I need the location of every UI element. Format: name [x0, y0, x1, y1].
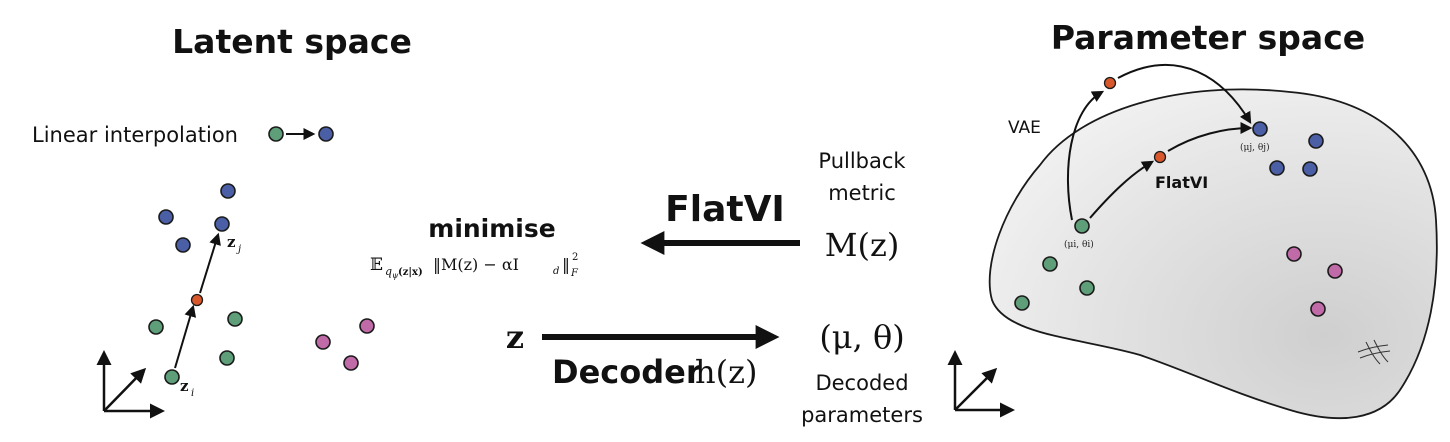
decoded-label-line1: Decoded — [815, 371, 908, 395]
svg-text:‖: ‖ — [562, 255, 570, 274]
pullback-label-line2: metric — [828, 181, 896, 205]
param-pink-point — [1310, 301, 1326, 317]
z-symbol: z — [506, 318, 524, 356]
param-green-point — [1079, 280, 1095, 296]
param-green-point — [1042, 256, 1058, 272]
latent-blue-point — [158, 209, 174, 225]
latent-interp-arrow-2 — [199, 232, 221, 294]
latent-blue-point — [175, 237, 191, 253]
parameter-space-title: Parameter space — [1051, 18, 1365, 57]
latent-green-point — [219, 350, 235, 366]
latent-pink-point — [359, 318, 375, 334]
param-blue-point — [1308, 133, 1324, 149]
decoder-word: Decoder — [552, 353, 702, 391]
zj-label: z — [227, 233, 236, 251]
latent-midpoint-orange — [190, 293, 204, 307]
param-green-point — [1014, 295, 1030, 311]
legend-blue-dot — [318, 126, 334, 142]
svg-text:‖M(z) − αI: ‖M(z) − αI — [433, 255, 519, 274]
vae-path-up — [1067, 90, 1105, 221]
param-blue-point — [1302, 161, 1318, 177]
latent-green-point — [148, 319, 164, 335]
zi-label: z — [180, 377, 189, 395]
minimise-label: minimise — [428, 214, 555, 243]
objective-expression: 𝔼 q ψ (z|x) ‖M(z) − αI d ‖ F 2 — [370, 252, 579, 280]
svg-text:F: F — [570, 268, 579, 279]
param-pink-point — [1286, 246, 1302, 262]
svg-text:ψ: ψ — [392, 271, 399, 280]
linear-interpolation-label: Linear interpolation — [32, 123, 238, 147]
param-pink-point — [1327, 263, 1343, 279]
flatvi-midpoint-orange — [1153, 150, 1167, 164]
mu-j-label: (μj, θj) — [1240, 142, 1270, 153]
latent-blue-point-zj — [214, 216, 230, 232]
decoder-function: h(z) — [695, 353, 757, 391]
metric-symbol: M(z) — [825, 226, 900, 264]
svg-text:(z|x): (z|x) — [398, 267, 423, 278]
latent-axes — [96, 350, 165, 419]
param-green-point-i — [1074, 218, 1090, 234]
vae-label: VAE — [1008, 118, 1041, 138]
zi-sub: i — [191, 388, 194, 399]
parameter-manifold — [988, 88, 1438, 420]
mu-theta-symbol: (μ, θ) — [819, 318, 904, 356]
zj-sub: j — [236, 244, 241, 255]
latent-pink-point — [315, 334, 331, 350]
flatvi-path-1 — [1089, 160, 1155, 219]
param-blue-point — [1269, 160, 1285, 176]
latent-pink-point — [343, 355, 359, 371]
decoded-label-line2: parameters — [801, 403, 923, 427]
flatvi-manifold-label: FlatVI — [1155, 173, 1208, 192]
svg-text:d: d — [553, 266, 559, 277]
latent-space-title: Latent space — [172, 22, 412, 61]
svg-text:𝔼: 𝔼 — [370, 255, 383, 275]
latent-blue-point — [220, 183, 236, 199]
flatvi-path-2 — [1167, 122, 1253, 152]
parameter-axes — [947, 350, 1015, 418]
svg-text:2: 2 — [572, 252, 578, 263]
latent-green-point-zi — [164, 369, 180, 385]
flatvi-main-label: FlatVI — [665, 189, 785, 230]
manifold-hatch — [1357, 339, 1391, 365]
mu-i-label: (μi, θi) — [1064, 239, 1094, 250]
param-blue-point-j — [1252, 121, 1268, 137]
pullback-label-line1: Pullback — [818, 149, 906, 173]
vae-midpoint-orange — [1103, 76, 1117, 90]
latent-interp-arrow-1 — [174, 304, 197, 369]
latent-green-point — [227, 311, 243, 327]
vae-path-down — [1117, 63, 1252, 125]
legend-green-dot — [268, 126, 284, 142]
svg-text:q: q — [385, 265, 392, 278]
